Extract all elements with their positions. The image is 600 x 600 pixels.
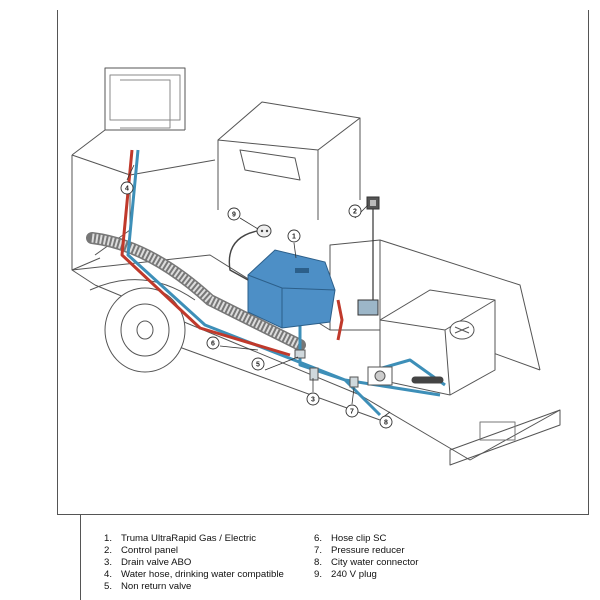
rear-bumper [449,409,561,466]
callout-label: 1 [292,234,296,241]
water-tank-icon [379,289,496,396]
callout-label: 7 [350,409,354,416]
legend-item-9: 9. 240 V plug [314,569,418,581]
callout-4: 4 [120,181,134,195]
callout-2: 2 [348,204,362,218]
legend-text: 240 V plug [331,569,377,580]
callout-label: 5 [256,362,260,369]
valve-fittings [294,349,359,388]
legend-item-1: 1. Truma UltraRapid Gas / Electric [104,533,284,545]
hose-red-main [120,149,291,357]
legend-number: 2. [104,545,113,556]
legend-item-4: 4. Water hose, drinking water compatible [104,569,284,581]
callout-6: 6 [206,336,220,350]
legend-item-3: 3. Drain valve ABO [104,557,284,569]
callout-3: 3 [306,392,320,406]
legend-item-7: 7. Pressure reducer [314,545,418,557]
legend-number: 1. [104,533,113,544]
legend-number: 3. [104,557,113,568]
exhaust-hose-icon [86,232,306,351]
callout-1: 1 [287,229,301,243]
legend-item-2: 2. Control panel [104,545,284,557]
legend-number: 4. [104,569,113,580]
cab-seat [120,79,171,129]
legend-number: 5. [104,581,113,592]
callout-label: 6 [211,341,215,348]
legend-item-5: 5. Non return valve [104,581,284,593]
legend-text: Drain valve ABO [121,557,192,568]
hose-heater-outlet [336,299,344,341]
callout-9: 9 [227,207,241,221]
legend-column-left: 1. Truma UltraRapid Gas / Electric 2. Contr… [104,533,284,593]
legend-number: 6. [314,533,323,544]
legend: 1. Truma UltraRapid Gas / Electric 2. Contr… [104,533,584,595]
legend-text: Hose clip SC [331,533,387,544]
legend-text: Non return valve [121,581,192,592]
legend-item-8: 8. City water connector [314,557,418,569]
legend-number: 7. [314,545,323,556]
wheel-icon [89,279,196,373]
city-water-connector-icon [367,366,444,386]
callout-label: 4 [125,186,129,193]
callout-label: 2 [353,209,357,216]
legend-text: Truma UltraRapid Gas / Electric [121,533,257,544]
tail-light [479,421,516,441]
legend-number: 8. [314,557,323,568]
legend-number: 9. [314,569,323,580]
legend-item-6: 6. Hose clip SC [314,533,418,545]
plug-icon [228,224,272,281]
diagram-frame [57,10,589,515]
legend-divider [80,515,81,600]
legend-text: City water connector [331,557,419,568]
caravan-water-heater-diagram: 1 2 3 4 5 6 7 8 9 [71,67,561,466]
control-panel-icon [357,196,380,316]
callout-7: 7 [345,404,359,418]
chassis-floor [71,239,561,461]
callout-label: 8 [384,420,388,427]
legend-text: Water hose, drinking water compatible [121,569,284,580]
callout-5: 5 [251,357,265,371]
callout-label: 3 [311,397,315,404]
callout-markers: 1 2 3 4 5 6 7 8 9 [120,181,393,429]
callout-8: 8 [379,415,393,429]
cab-window [109,74,181,121]
callout-label: 9 [232,212,236,219]
cabinet-block [217,101,361,220]
legend-text: Control panel [121,545,179,556]
legend-text: Pressure reducer [331,545,405,556]
legend-column-right: 6. Hose clip SC 7. Pressure reducer 8. City w… [314,533,418,581]
heater-icon [247,249,336,329]
